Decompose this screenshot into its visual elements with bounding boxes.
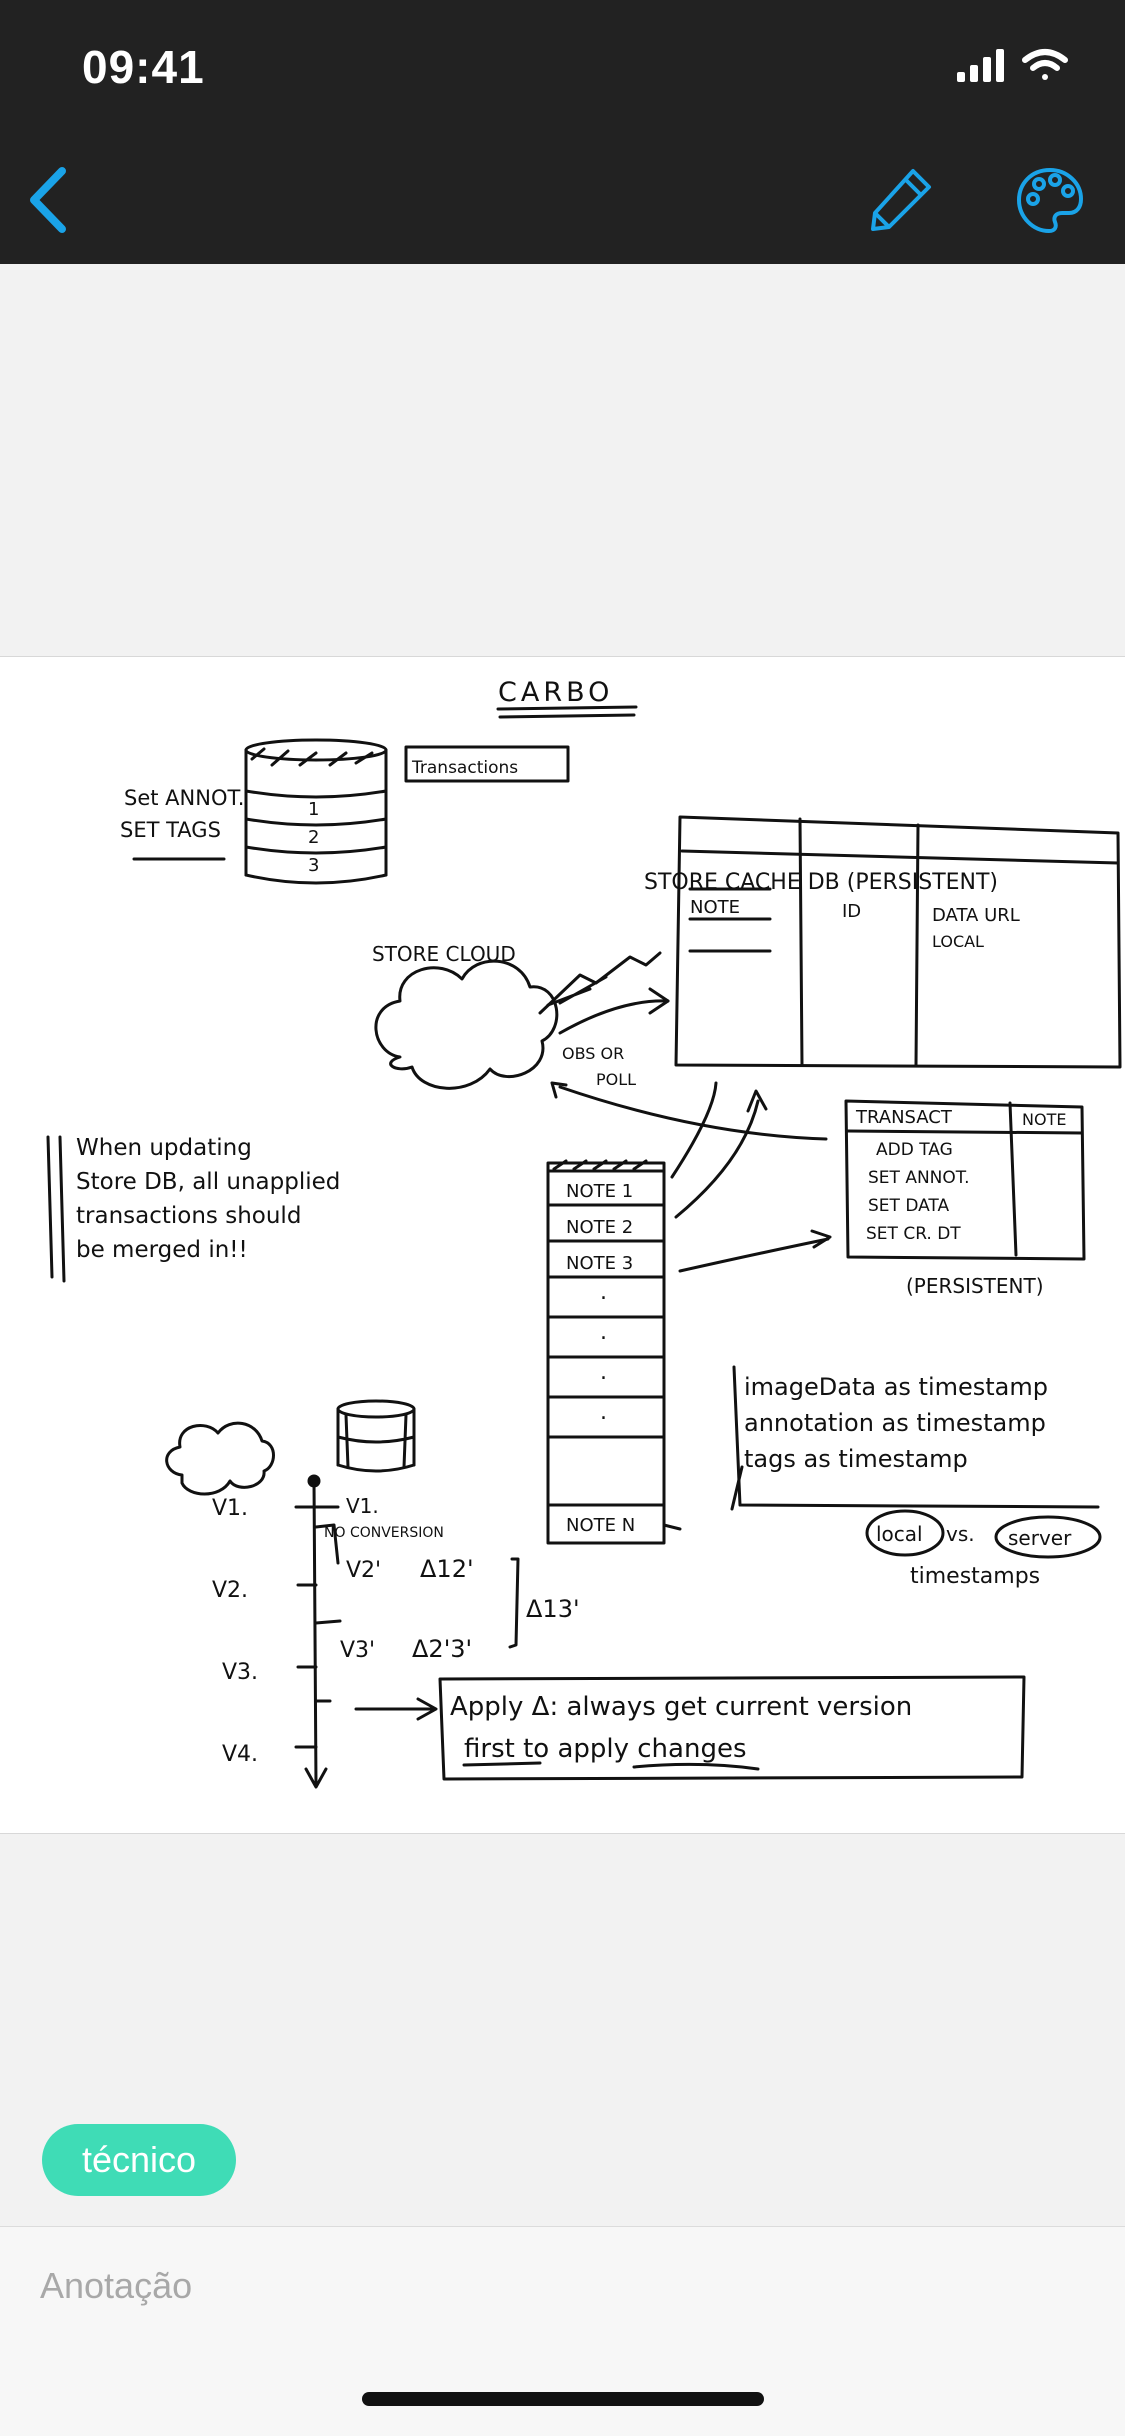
v3-label: V3' [340, 1638, 375, 1663]
warning-line-2: Store DB, all unapplied [76, 1169, 340, 1195]
timestamps-label: timestamps [910, 1564, 1040, 1589]
chevron-left-icon [30, 167, 66, 233]
transact-col-transact: TRANSACT [855, 1107, 953, 1128]
sketch-image: CARBO Set ANNOT. SET TAGS 1 2 3 Transact… [0, 656, 1125, 1834]
pencil-icon [871, 169, 931, 231]
cache-col-id: ID [842, 901, 861, 922]
signal-icon [957, 49, 1004, 82]
warning-line-1: When updating [76, 1135, 252, 1161]
svg-text:.: . [600, 1320, 607, 1345]
timestamps-line-3: tags as timestamp [744, 1445, 968, 1473]
svg-text:.: . [600, 1400, 607, 1425]
cache-local: LOCAL [932, 932, 984, 951]
notes-list-item: NOTE 3 [566, 1253, 633, 1274]
label-set-tags: SET TAGS [120, 818, 221, 842]
delta-23: Δ2'3' [412, 1635, 472, 1663]
stack-row-3: 3 [308, 855, 319, 876]
transact-row: SET DATA [868, 1196, 949, 1216]
label-set-annot: Set ANNOT. [124, 786, 244, 810]
sketch-title: CARBO [498, 677, 613, 708]
warning-line-4: be merged in!! [76, 1237, 248, 1263]
server-label: server [1008, 1526, 1072, 1550]
status-icons [957, 46, 1077, 86]
poll-label: POLL [596, 1070, 636, 1089]
transactions-label: Transactions [411, 758, 518, 778]
home-indicator [362, 2392, 764, 2406]
warning-line-3: transactions should [76, 1203, 301, 1229]
apply-line-2: first to apply changes [464, 1734, 746, 1764]
svg-text:.: . [600, 1360, 607, 1385]
version-left: V2. [212, 1578, 248, 1603]
edit-button[interactable] [860, 160, 940, 240]
transact-row: SET ANNOT. [868, 1168, 970, 1188]
local-label: local [876, 1522, 923, 1546]
version-left: V4. [222, 1742, 258, 1767]
timestamps-line-1: imageData as timestamp [744, 1373, 1048, 1401]
delta-12: Δ12' [420, 1555, 474, 1583]
wifi-icon [1022, 49, 1068, 80]
svg-text:.: . [600, 1280, 607, 1305]
apply-line-1: Apply Δ: always get current version [450, 1692, 912, 1722]
obs-label: OBS OR [562, 1044, 624, 1063]
cache-db-title: STORE CACHE DB (PERSISTENT) [644, 870, 998, 895]
top-bar: 09:41 [0, 0, 1125, 264]
stack-row-2: 2 [308, 827, 319, 848]
persistent-label: (PERSISTENT) [906, 1274, 1044, 1298]
v1-label: V1. [346, 1494, 379, 1518]
stack-row-1: 1 [308, 799, 319, 820]
notes-list-item: NOTE N [566, 1515, 635, 1536]
status-time: 09:41 [82, 41, 205, 93]
transact-row: SET CR. DT [866, 1224, 961, 1244]
notes-list-item: NOTE 2 [566, 1217, 633, 1238]
palette-icon [1016, 167, 1084, 234]
back-button[interactable] [10, 160, 90, 240]
annotation-input[interactable] [40, 2251, 1080, 2321]
no-conversion-label: NO CONVERSION [324, 1525, 444, 1541]
version-left: V3. [222, 1660, 258, 1685]
delta-13: Δ13' [526, 1595, 580, 1623]
transact-row: ADD TAG [876, 1140, 953, 1160]
notes-list-item: NOTE 1 [566, 1181, 633, 1202]
tag-chip[interactable]: técnico [42, 2124, 237, 2196]
version-left: V1. [212, 1496, 248, 1521]
palette-button[interactable] [1010, 160, 1090, 240]
vs-label: vs. [946, 1522, 975, 1546]
transact-col-note: NOTE [1022, 1110, 1066, 1129]
cache-col-note: NOTE [690, 897, 740, 918]
timestamps-line-2: annotation as timestamp [744, 1409, 1046, 1437]
cache-col-data-url: DATA URL [932, 905, 1020, 926]
v2-label: V2' [346, 1558, 381, 1583]
cloud-label: STORE CLOUD [372, 942, 516, 966]
